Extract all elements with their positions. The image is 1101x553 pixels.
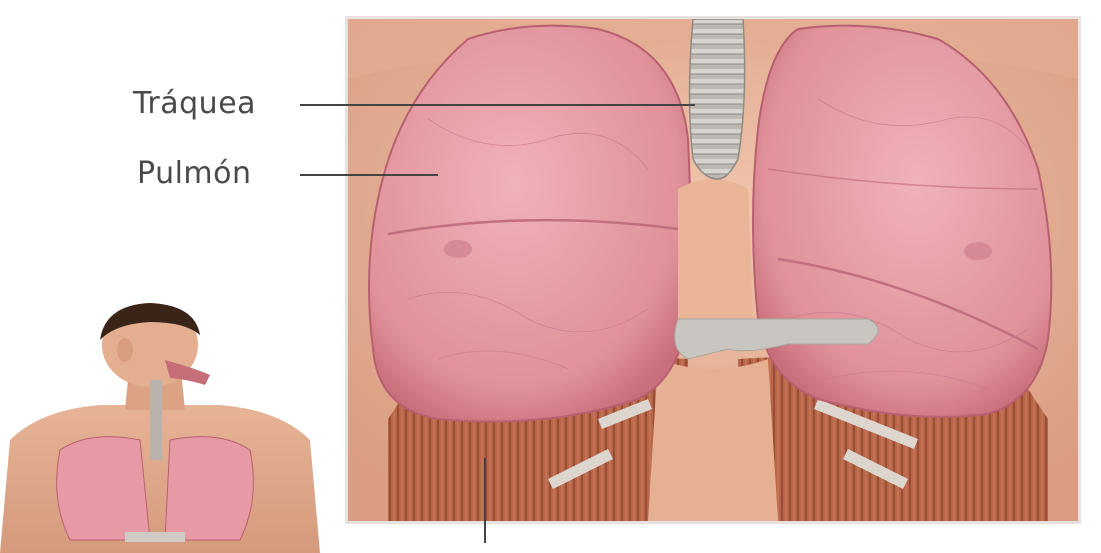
respiratory-system-thumbnail <box>0 300 320 553</box>
lungs-illustration-icon <box>348 19 1078 521</box>
lungs-illustration-frame <box>345 16 1081 524</box>
human-figure-icon <box>0 300 320 553</box>
trachea-label: Tráquea <box>133 86 256 121</box>
trachea-leader-line <box>300 104 695 106</box>
lung-label: Pulmón <box>137 156 252 191</box>
lung-leader-line <box>300 174 438 176</box>
diaphragm-leader-line <box>484 458 486 543</box>
